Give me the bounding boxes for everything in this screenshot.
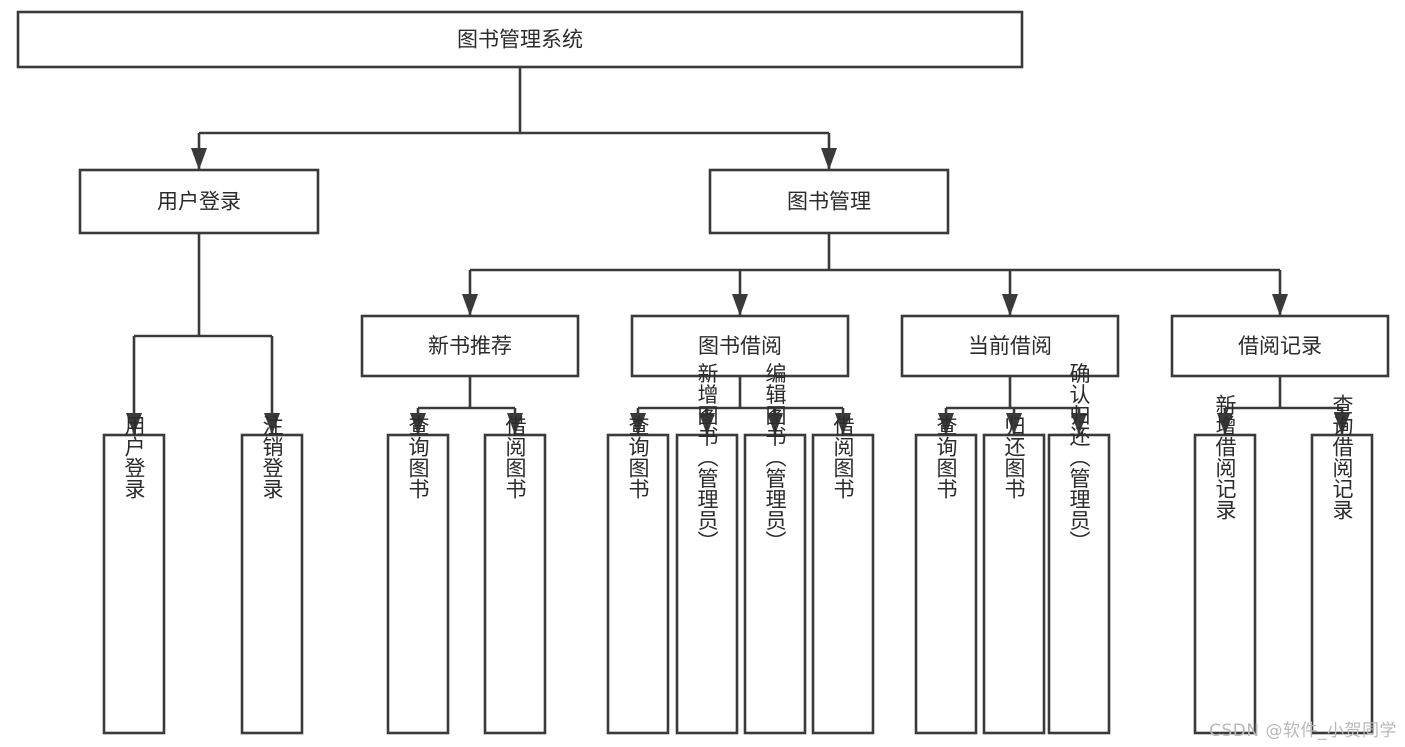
- root-arrow-0: [191, 148, 207, 170]
- node-label-current-borrow: 当前借阅: [968, 334, 1052, 358]
- node-box-leaf-query-record: [1310, 433, 1374, 735]
- node-box-leaf-confirm-return: [1047, 433, 1111, 735]
- mid-1-arrow-3: [835, 413, 851, 435]
- node-leaf-add-record[interactable]: 新增借阅记录: [1193, 394, 1257, 735]
- node-leaf-query-book-2[interactable]: 查询图书: [606, 415, 670, 735]
- node-box-book-borrow: [630, 314, 850, 378]
- node-book-borrow[interactable]: 图书借阅: [630, 314, 850, 378]
- mid-2-arrow-0: [938, 413, 954, 435]
- book-manage-arrow-2: [1002, 294, 1018, 316]
- node-layer: 图书管理系统用户登录用户登录注销登录图书管理新书推荐查询图书借阅图书图书借阅查询…: [16, 10, 1390, 735]
- node-box-book-manage: [708, 168, 950, 235]
- node-label-book-borrow: 图书借阅: [698, 334, 782, 358]
- node-box-leaf-query-book-3: [914, 433, 978, 735]
- node-label-leaf-confirm-return: 确认归还（管理员）: [1067, 363, 1091, 552]
- connector-layer: [126, 67, 1350, 435]
- mid-0-arrow-0: [410, 413, 426, 435]
- node-leaf-add-book[interactable]: 新增图书（管理员）: [675, 363, 739, 735]
- node-box-leaf-query-book-1: [386, 433, 450, 735]
- node-label-leaf-add-record: 新增借阅记录: [1213, 394, 1237, 520]
- node-label-new-book-recommend: 新书推荐: [428, 334, 512, 358]
- node-box-leaf-borrow-book-2: [811, 433, 875, 735]
- node-box-leaf-edit-book: [743, 433, 807, 735]
- node-label-leaf-edit-book: 编辑图书（管理员）: [763, 363, 787, 552]
- node-label-leaf-user-logout: 注销登录: [260, 415, 284, 499]
- node-label-book-manage: 图书管理: [787, 190, 871, 214]
- book-manage-arrow-1: [732, 294, 748, 316]
- node-label-leaf-borrow-book-1: 借阅图书: [503, 415, 527, 499]
- node-borrow-record[interactable]: 借阅记录: [1170, 314, 1390, 378]
- mid-3-arrow-1: [1334, 413, 1350, 435]
- node-current-borrow[interactable]: 当前借阅: [900, 314, 1120, 378]
- mid-3-arrow-0: [1217, 413, 1233, 435]
- node-label-leaf-borrow-book-2: 借阅图书: [831, 415, 855, 499]
- node-label-user-login: 用户登录: [157, 190, 241, 214]
- node-leaf-edit-book[interactable]: 编辑图书（管理员）: [743, 363, 807, 735]
- node-leaf-query-record[interactable]: 查询借阅记录: [1310, 394, 1374, 735]
- node-user-login[interactable]: 用户登录: [78, 168, 320, 235]
- mid-2-arrow-2: [1071, 413, 1087, 435]
- mid-1-arrow-1: [699, 413, 715, 435]
- node-box-current-borrow: [900, 314, 1120, 378]
- node-label-borrow-record: 借阅记录: [1238, 334, 1322, 358]
- node-box-new-book-recommend: [360, 314, 580, 378]
- mid-2-arrow-1: [1006, 413, 1022, 435]
- node-label-leaf-query-book-3: 查询图书: [934, 415, 958, 499]
- user-login-arrow-1: [264, 413, 280, 435]
- node-leaf-user-logout[interactable]: 注销登录: [240, 415, 304, 735]
- node-box-user-login: [78, 168, 320, 235]
- book-manage-arrow-3: [1272, 294, 1288, 316]
- node-label-leaf-query-book-1: 查询图书: [406, 415, 430, 499]
- book-manage-arrow-0: [462, 294, 478, 316]
- root-arrow-1: [821, 148, 837, 170]
- node-label-leaf-query-record: 查询借阅记录: [1330, 394, 1354, 520]
- node-label-leaf-user-login: 用户登录: [122, 415, 146, 499]
- node-box-leaf-user-login: [102, 433, 166, 735]
- node-box-borrow-record: [1170, 314, 1390, 378]
- node-book-manage[interactable]: 图书管理: [708, 168, 950, 235]
- node-box-leaf-return-book: [982, 433, 1046, 735]
- node-leaf-query-book-3[interactable]: 查询图书: [914, 415, 978, 735]
- user-login-arrow-0: [126, 413, 142, 435]
- node-box-root: [16, 10, 1024, 69]
- node-root[interactable]: 图书管理系统: [16, 10, 1024, 69]
- node-leaf-borrow-book-2[interactable]: 借阅图书: [811, 415, 875, 735]
- node-box-leaf-query-book-2: [606, 433, 670, 735]
- node-leaf-query-book-1[interactable]: 查询图书: [386, 415, 450, 735]
- node-leaf-return-book[interactable]: 归还图书: [982, 415, 1046, 735]
- mid-1-arrow-2: [767, 413, 783, 435]
- node-leaf-borrow-book-1[interactable]: 借阅图书: [483, 415, 547, 735]
- node-label-leaf-add-book: 新增图书（管理员）: [695, 363, 719, 552]
- node-label-leaf-query-book-2: 查询图书: [626, 415, 650, 499]
- node-box-leaf-add-record: [1193, 433, 1257, 735]
- node-label-root: 图书管理系统: [457, 28, 583, 52]
- node-box-leaf-borrow-book-1: [483, 433, 547, 735]
- node-leaf-user-login[interactable]: 用户登录: [102, 415, 166, 735]
- node-label-leaf-return-book: 归还图书: [1002, 415, 1026, 499]
- mid-1-arrow-0: [630, 413, 646, 435]
- node-box-leaf-add-book: [675, 433, 739, 735]
- node-leaf-confirm-return[interactable]: 确认归还（管理员）: [1047, 363, 1111, 735]
- node-new-book-recommend[interactable]: 新书推荐: [360, 314, 580, 378]
- node-box-leaf-user-logout: [240, 433, 304, 735]
- mid-0-arrow-1: [507, 413, 523, 435]
